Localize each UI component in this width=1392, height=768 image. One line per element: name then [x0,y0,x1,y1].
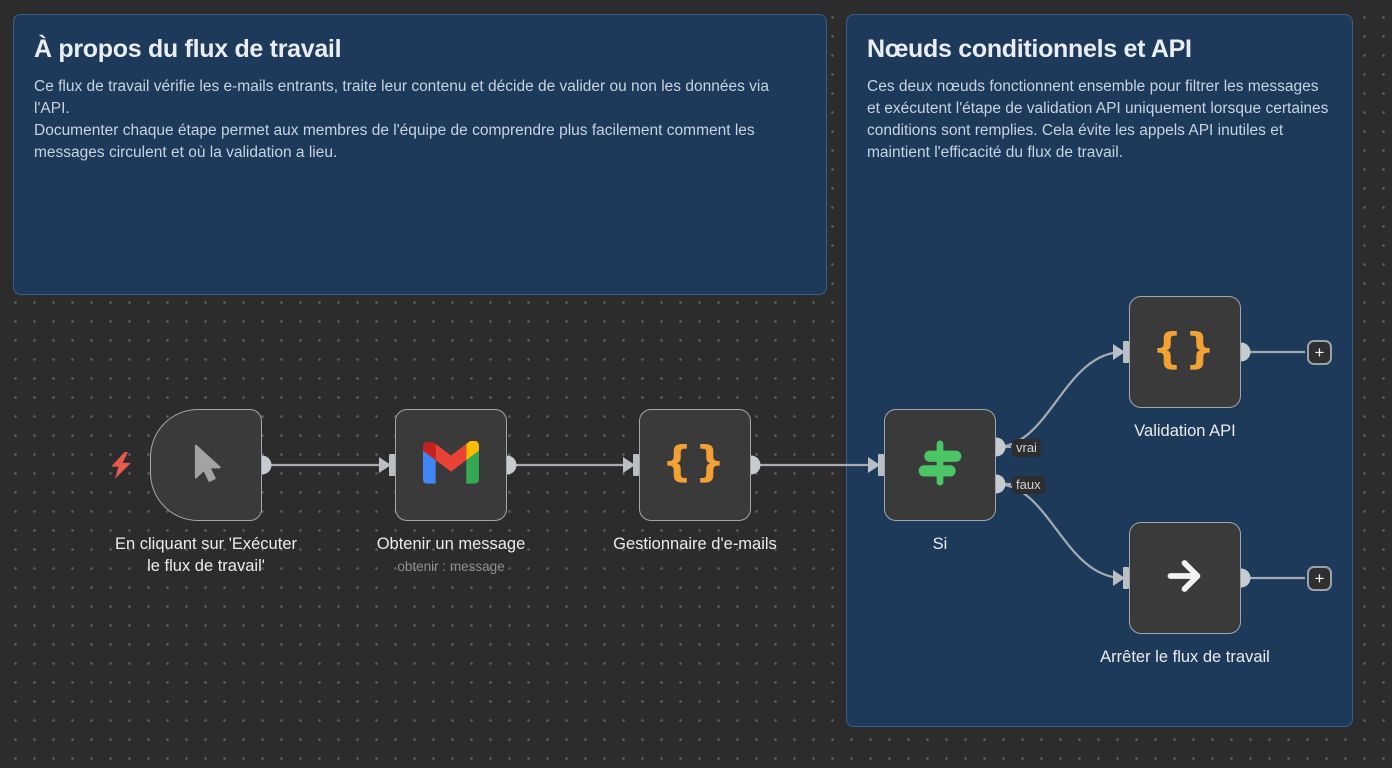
gmail-icon [423,440,479,489]
node-gmail[interactable]: Obtenir un message obtenir : message [377,409,525,574]
cursor-icon [183,440,229,491]
node-box[interactable]: {} [639,409,751,521]
node-box[interactable]: {} [1129,296,1241,408]
node-label: Validation API [1134,422,1236,440]
node-box[interactable] [884,409,996,521]
arrow-right-icon [1160,551,1210,606]
node-box[interactable] [150,409,262,521]
signpost-icon [913,436,967,495]
sticky-note-about[interactable]: À propos du flux de travail Ce flux de t… [13,14,827,295]
node-label: Obtenir un message [376,535,526,553]
sticky-note-paragraph: Ce flux de travail vérifie les e-mails e… [34,78,769,117]
trigger-bolt-icon [110,452,133,484]
node-sublabel: obtenir : message [397,559,505,574]
node-box[interactable] [1129,522,1241,634]
sticky-note-conditional-api[interactable]: Nœuds conditionnels et API Ces deux nœud… [846,14,1353,727]
code-braces-icon: {} [1152,324,1218,373]
sticky-note-paragraph: Documenter chaque étape permet aux membr… [34,122,755,161]
sticky-note-title: À propos du flux de travail [34,35,342,63]
branch-label-false: faux [1012,476,1045,494]
node-api-validation[interactable]: {} Validation API [1129,296,1241,442]
node-label: Gestionnaire d'e-mails [613,535,777,553]
add-node-button[interactable]: + [1307,566,1332,591]
node-email-handler[interactable]: {} Gestionnaire d'e-mails [613,409,777,555]
node-stop-workflow[interactable]: Arrêter le flux de travail [1100,522,1270,668]
node-manual-trigger[interactable]: En cliquant sur 'Exécuter le flux de tra… [115,409,297,577]
input-port-arrow [379,457,391,473]
sticky-note-title: Nœuds conditionnels et API [867,35,1192,63]
branch-label-true: vrai [1012,439,1041,457]
node-if[interactable]: Si [884,409,996,555]
input-port-arrow [623,457,635,473]
node-label: En cliquant sur 'Exécuter le flux de tra… [115,535,297,575]
node-label: Si [932,535,948,553]
add-node-button[interactable]: + [1307,340,1332,365]
sticky-note-paragraph: Ces deux nœuds fonctionnent ensemble pou… [867,78,1329,161]
node-label: Arrêter le flux de travail [1100,648,1270,666]
code-braces-icon: {} [662,437,728,486]
node-box[interactable] [395,409,507,521]
